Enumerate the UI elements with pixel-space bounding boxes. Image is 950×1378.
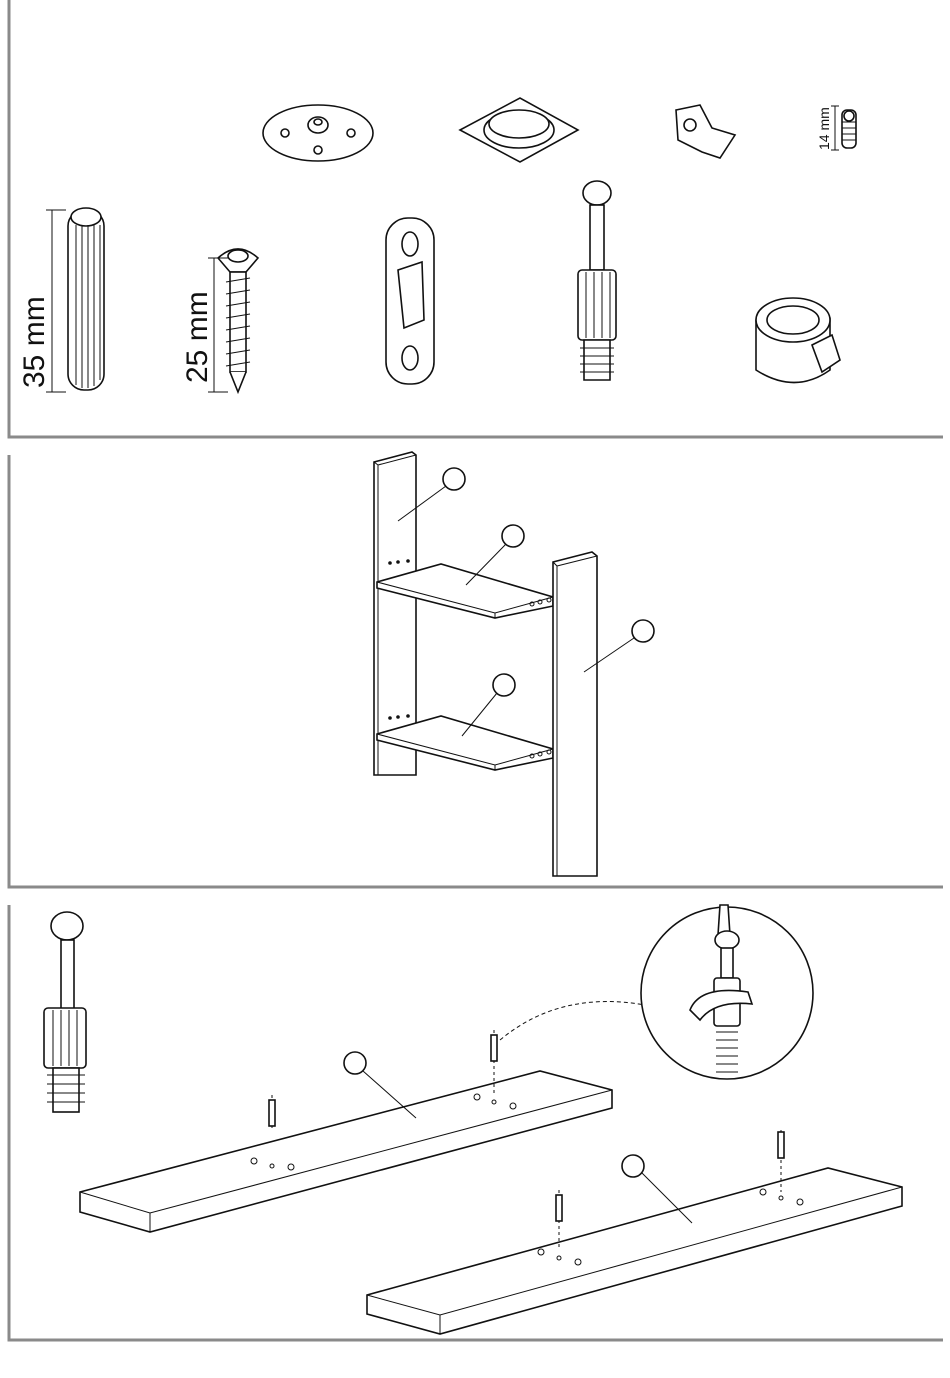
- panel-frame-assembly-frame: [7, 455, 943, 889]
- screw-length-label: 25 mm: [181, 291, 214, 383]
- wood-screw-icon: 25 mm: [181, 248, 260, 395]
- board-2: [366, 1130, 903, 1335]
- cam-bolt-icon: [577, 180, 617, 381]
- small-screw-length-label: 14 mm: [816, 107, 832, 150]
- felt-pad-icon: [458, 97, 580, 163]
- panel-cam-bolt-frame: [7, 905, 943, 1342]
- cam-lock-icon: [755, 297, 841, 384]
- dowel-length-label: 35 mm: [18, 296, 51, 388]
- angle-bracket-icon: [675, 104, 737, 159]
- small-screw-icon: 14 mm: [816, 105, 857, 151]
- board-1: [79, 1030, 613, 1233]
- detail-magnifier: [499, 904, 814, 1080]
- shelf-support-clip-icon: [385, 217, 435, 385]
- left-side-panel: [373, 451, 417, 776]
- wooden-dowel-icon: 35 mm: [18, 207, 105, 393]
- cam-bolt-large-icon: [43, 911, 87, 1113]
- panel-parts-frame: [7, 0, 943, 439]
- callouts-boards: [343, 1051, 693, 1224]
- callouts-frame: [397, 467, 655, 737]
- mounting-plate-icon: [262, 104, 374, 162]
- right-side-panel: [552, 551, 598, 877]
